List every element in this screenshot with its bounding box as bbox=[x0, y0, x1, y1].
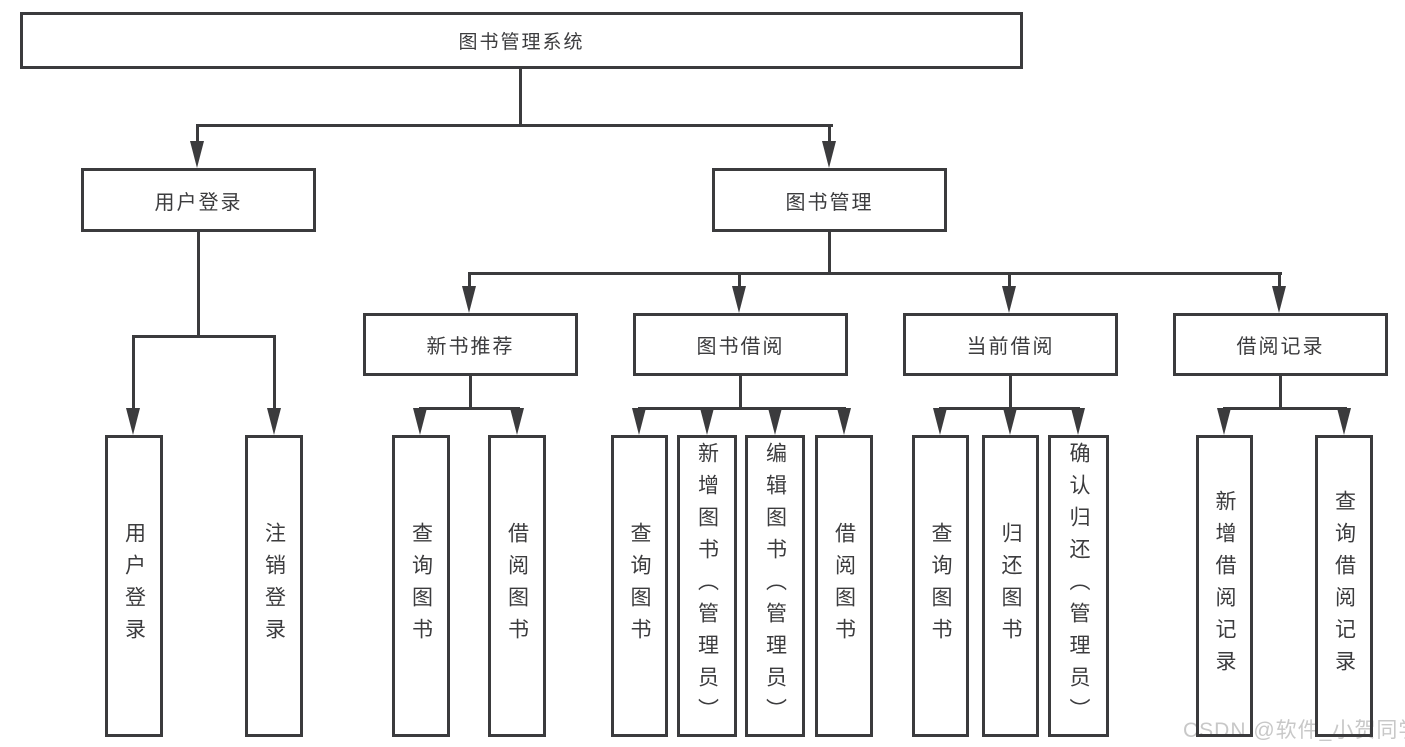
arrow-down-icon bbox=[190, 141, 204, 168]
node-add-borrow-record: 新增借阅记录 bbox=[1196, 435, 1253, 737]
node-add-books-admin: 新增图书（管理员） bbox=[677, 435, 737, 737]
connector-to-borrow-records bbox=[1278, 272, 1281, 290]
node-book-management: 图书管理 bbox=[712, 168, 947, 232]
connector-to-logout-leaf bbox=[273, 335, 276, 411]
node-label: 查询图书 bbox=[409, 522, 433, 650]
connector-root-stem bbox=[519, 68, 522, 127]
connector-to-book-management bbox=[828, 124, 831, 144]
connector-book-management-stem bbox=[828, 232, 831, 275]
arrow-down-icon bbox=[933, 408, 947, 435]
node-label: 新增图书（管理员） bbox=[695, 442, 719, 730]
connector-book-borrow-branch bbox=[638, 407, 846, 410]
connector-book-borrow-stem bbox=[739, 376, 742, 410]
connector-to-current-borrow bbox=[1008, 272, 1011, 290]
node-label: 归还图书 bbox=[999, 522, 1022, 650]
node-user-login-leaf: 用户登录 bbox=[105, 435, 163, 737]
arrow-down-icon bbox=[732, 286, 746, 313]
connector-level1-branch bbox=[196, 124, 833, 127]
node-label: 查询借阅记录 bbox=[1332, 490, 1356, 682]
node-borrow-books-leaf: 借阅图书 bbox=[815, 435, 873, 737]
connector-level3-branch bbox=[468, 272, 1282, 275]
node-label: 用户登录 bbox=[154, 191, 243, 214]
node-label: 确认归还（管理员） bbox=[1067, 442, 1090, 730]
node-user-login: 用户登录 bbox=[81, 168, 316, 232]
arrow-down-icon bbox=[700, 408, 714, 435]
arrow-down-icon bbox=[1337, 408, 1351, 435]
node-label: 图书借阅 bbox=[696, 336, 785, 358]
connector-borrow-records-branch bbox=[1223, 407, 1347, 410]
connector-current-borrow-stem bbox=[1009, 376, 1012, 410]
arrow-down-icon bbox=[267, 408, 281, 435]
node-label: 借阅图书 bbox=[832, 522, 856, 650]
node-borrow-books-recommend: 借阅图书 bbox=[488, 435, 546, 737]
arrow-down-icon bbox=[1003, 408, 1017, 435]
connector-user-login-branch bbox=[132, 335, 276, 338]
node-book-borrow: 图书借阅 bbox=[633, 313, 848, 376]
connector-user-login-stem bbox=[197, 232, 200, 338]
arrow-down-icon bbox=[1071, 408, 1085, 435]
node-edit-books-admin: 编辑图书（管理员） bbox=[745, 435, 805, 737]
node-label: 当前借阅 bbox=[966, 336, 1055, 358]
node-query-books-current: 查询图书 bbox=[912, 435, 969, 737]
node-current-borrow: 当前借阅 bbox=[903, 313, 1118, 376]
connector-new-book-stem bbox=[469, 376, 472, 410]
node-borrow-records: 借阅记录 bbox=[1173, 313, 1388, 376]
arrow-down-icon bbox=[768, 408, 782, 435]
arrow-down-icon bbox=[837, 408, 851, 435]
connector-to-user-login bbox=[196, 124, 199, 144]
arrow-down-icon bbox=[462, 286, 476, 313]
node-label: 新增借阅记录 bbox=[1213, 490, 1236, 682]
node-label: 编辑图书（管理员） bbox=[763, 442, 787, 730]
node-logout-leaf: 注销登录 bbox=[245, 435, 303, 737]
arrow-down-icon bbox=[632, 408, 646, 435]
node-new-book-recommend: 新书推荐 bbox=[363, 313, 578, 376]
connector-to-new-book bbox=[468, 272, 471, 290]
node-label: 图书管理系统 bbox=[458, 32, 585, 53]
node-library-management-system: 图书管理系统 bbox=[20, 12, 1023, 69]
node-query-borrow-record: 查询借阅记录 bbox=[1315, 435, 1373, 737]
node-label: 查询图书 bbox=[628, 522, 651, 650]
node-label: 图书管理 bbox=[785, 191, 874, 214]
arrow-down-icon bbox=[1272, 286, 1286, 313]
connector-to-login-leaf bbox=[132, 335, 135, 411]
node-query-books-borrow: 查询图书 bbox=[611, 435, 668, 737]
arrow-down-icon bbox=[126, 408, 140, 435]
node-label: 借阅记录 bbox=[1236, 336, 1325, 358]
arrow-down-icon bbox=[510, 408, 524, 435]
node-label: 注销登录 bbox=[262, 522, 286, 650]
node-query-books-recommend: 查询图书 bbox=[392, 435, 450, 737]
connector-new-book-branch bbox=[419, 407, 520, 410]
node-return-books: 归还图书 bbox=[982, 435, 1039, 737]
connector-borrow-records-stem bbox=[1279, 376, 1282, 410]
connector-to-book-borrow bbox=[738, 272, 741, 290]
node-label: 用户登录 bbox=[122, 522, 146, 650]
arrow-down-icon bbox=[413, 408, 427, 435]
arrow-down-icon bbox=[822, 141, 836, 168]
arrow-down-icon bbox=[1002, 286, 1016, 313]
node-label: 查询图书 bbox=[929, 522, 952, 650]
node-label: 新书推荐 bbox=[426, 336, 515, 358]
node-confirm-return-admin: 确认归还（管理员） bbox=[1048, 435, 1109, 737]
node-label: 借阅图书 bbox=[505, 522, 529, 650]
arrow-down-icon bbox=[1217, 408, 1231, 435]
